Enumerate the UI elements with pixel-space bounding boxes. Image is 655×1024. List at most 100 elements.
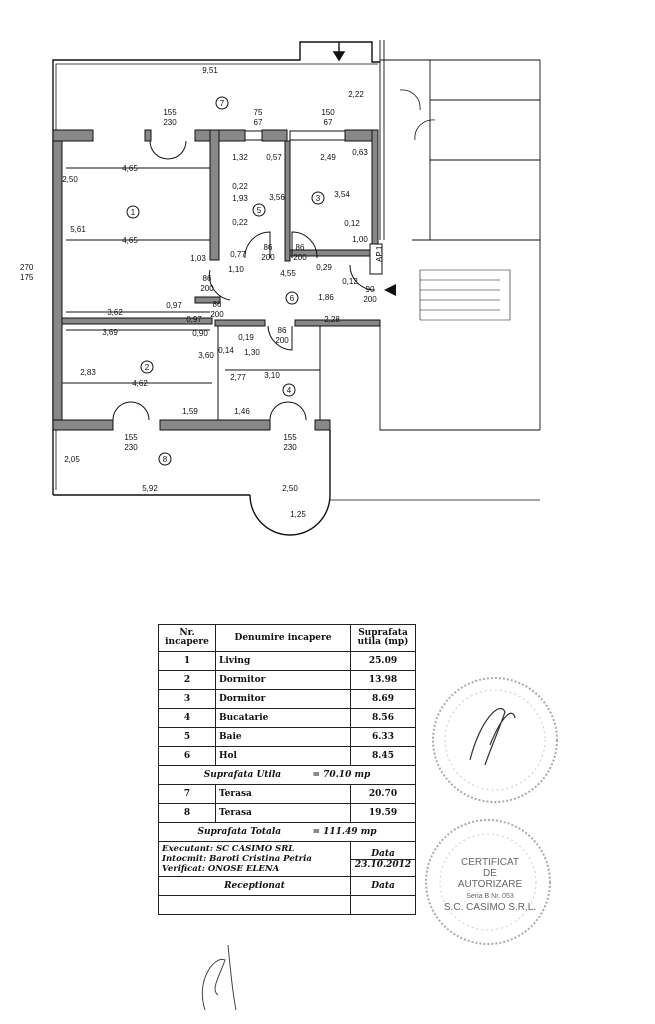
dim: 5,61 (70, 225, 86, 234)
dim: 1,10 (228, 265, 244, 274)
dim: 155 (283, 433, 297, 442)
dim: 0,97 (186, 315, 202, 324)
verificat: Verificat: ONOSE ELENA (162, 864, 280, 874)
stamp-text: AUTORIZARE (458, 879, 523, 890)
date-value: 23.10.2012 (354, 859, 412, 870)
room-number-4: 4 (287, 386, 292, 395)
dim: 2,50 (62, 175, 78, 184)
room-number-6: 6 (290, 294, 295, 303)
room-number-2: 2 (145, 363, 150, 372)
dim: 0,57 (266, 153, 282, 162)
terrace-7-outline (52, 41, 380, 495)
dim: 2,50 (282, 484, 298, 493)
dim: 200 (293, 253, 307, 262)
room-number-5: 5 (257, 206, 262, 215)
dim: 0,19 (238, 333, 254, 342)
dim: 0,14 (218, 346, 234, 355)
dim: 86 (203, 274, 212, 283)
signature-stamp (432, 677, 558, 803)
dim: 4,65 (122, 236, 138, 245)
dim: 86 (213, 300, 222, 309)
dim: 1,46 (234, 407, 250, 416)
total-area-value: = 111.49 mp (312, 827, 377, 837)
dim: 5,92 (142, 484, 158, 493)
date-label: Data (351, 849, 415, 860)
dim: 0,29 (316, 263, 332, 272)
useful-area-label: Suprafata Utila (203, 770, 282, 780)
dim: 0,22 (232, 218, 248, 227)
dim: 155 (124, 433, 138, 442)
dim: 3,56 (269, 193, 285, 202)
dim: 200 (210, 310, 224, 319)
dim: 86 (264, 243, 273, 252)
dim: 1,59 (182, 407, 198, 416)
dim: 1,00 (352, 235, 368, 244)
received-date-cell (350, 895, 416, 915)
dim: 0,90 (192, 329, 208, 338)
room-number-3: 3 (316, 194, 321, 203)
dim: 0,12 (342, 277, 358, 286)
room-number-8: 8 (163, 455, 168, 464)
dim: 67 (324, 118, 333, 127)
dim: 4,62 (132, 379, 148, 388)
dim: 90 (366, 285, 375, 294)
dim: 230 (283, 443, 297, 452)
dim: 3,10 (264, 371, 280, 380)
dim: 67 (254, 118, 263, 127)
dim: 4,65 (122, 164, 138, 173)
dim: 230 (163, 118, 177, 127)
stamp-text: S.C. CASIMO S.R.L. (444, 902, 536, 913)
dim: 2,49 (320, 153, 336, 162)
dim: 0,97 (166, 301, 182, 310)
executant: Executant: SC CASIMO SRL (162, 844, 295, 854)
dim: 86 (278, 326, 287, 335)
dim: 0,12 (344, 219, 360, 228)
handwritten-mark (201, 944, 237, 1011)
room-number-1: 1 (131, 208, 136, 217)
dim: 0,63 (352, 148, 368, 157)
dimension-labels: 9,51 2,22 155 230 75 67 150 67 4,65 2,50… (62, 66, 377, 519)
stamp-text: Seria B Nr. 053 (466, 893, 514, 900)
dim: 2,22 (348, 90, 364, 99)
dim: 1,30 (244, 348, 260, 357)
dim: 0,77 (230, 250, 246, 259)
room-number-7: 7 (220, 99, 225, 108)
dim: 200 (200, 284, 214, 293)
dim: 230 (124, 443, 138, 452)
dim: 1,25 (290, 510, 306, 519)
dim: 1,32 (232, 153, 248, 162)
side-dim-top: 270 (20, 263, 34, 272)
dim: 2,28 (324, 315, 340, 324)
useful-area-row: Suprafata Utila = 70.10 mp (158, 765, 416, 785)
dim: 75 (254, 108, 263, 117)
stamp-text: CERTIFICAT (461, 857, 519, 868)
side-dim-bottom: 175 (20, 273, 34, 282)
stamp-text: DE (483, 868, 497, 879)
dim: 200 (275, 336, 289, 345)
dim: 2,05 (64, 455, 80, 464)
dim: 2,83 (80, 368, 96, 377)
header-nr: Nr. incapere (158, 624, 216, 652)
dim: 150 (321, 108, 335, 117)
dim: 2,77 (230, 373, 246, 382)
apartment-label: AP.1 (375, 245, 384, 262)
dim: 86 (296, 243, 305, 252)
dim: 9,51 (202, 66, 218, 75)
dim: 200 (363, 295, 377, 304)
dim: 3,54 (334, 190, 350, 199)
useful-area-value: = 70.10 mp (312, 770, 371, 780)
dim: 1,93 (232, 194, 248, 203)
floor-plan: 7 1 5 3 6 2 4 8 AP.1 270 175 9,51 2,22 1… (20, 40, 541, 536)
total-area-label: Suprafata Totala (197, 827, 282, 837)
dim: 3,62 (107, 308, 123, 317)
credits-row: Executant: SC CASIMO SRL Intocmit: Barot… (158, 841, 416, 877)
certificate-stamp: CERTIFICAT DE AUTORIZARE Seria B Nr. 053… (425, 819, 551, 945)
intocmit: Intocmit: Baroti Cristina Petria (162, 854, 312, 864)
dim: 1,86 (318, 293, 334, 302)
dim: 1,03 (190, 254, 206, 263)
dim: 155 (163, 108, 177, 117)
dim: 0,22 (232, 182, 248, 191)
